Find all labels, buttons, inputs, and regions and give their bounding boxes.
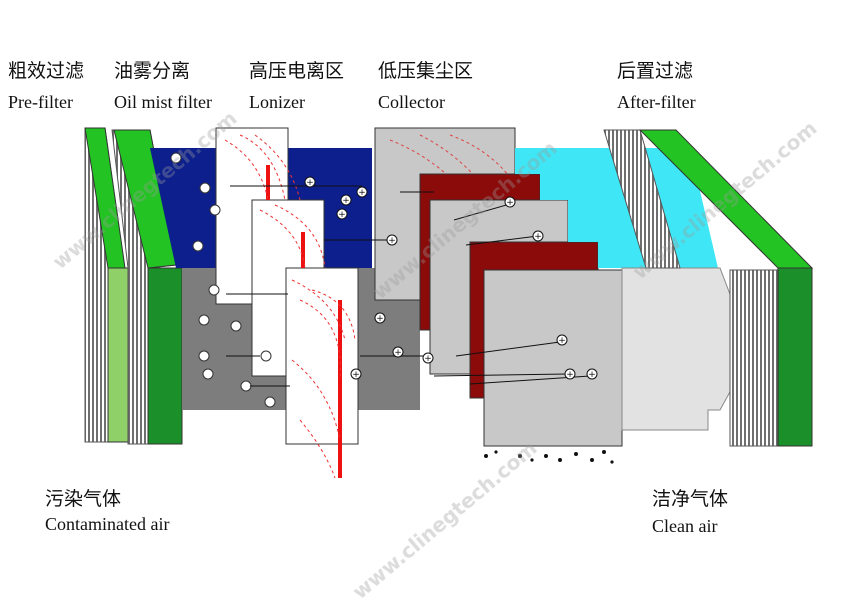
pre-filter-title-zh: 粗效过滤 (8, 60, 85, 82)
particle (170, 152, 182, 164)
collector-plate-3 (483, 269, 623, 447)
after-filter-title-en: After-filter (617, 92, 696, 112)
pre-filter (84, 127, 129, 443)
droplets (484, 450, 614, 464)
ion: + (336, 208, 348, 220)
particle (240, 380, 252, 392)
particle (264, 396, 276, 408)
ionizer-title-zh: 高压电离区 (249, 60, 345, 82)
particle (198, 350, 210, 362)
svg-text:+: + (306, 178, 314, 188)
ionizer (215, 127, 359, 479)
oil-mist-filter-title-en: Oil mist filter (114, 92, 212, 112)
pre-filter-title-en: Pre-filter (8, 92, 73, 112)
oil-mist-filter-face (147, 267, 183, 445)
svg-text:+: + (566, 370, 574, 380)
svg-text:+: + (358, 188, 366, 198)
collector-title-zh: 低压集尘区 (378, 60, 474, 82)
particle (199, 182, 211, 194)
svg-text:+: + (342, 196, 350, 206)
particle (192, 240, 204, 252)
particle (202, 368, 214, 380)
inlet-title-en: Contaminated air (45, 514, 170, 534)
oil-mist-filter-title-zh: 油雾分离 (114, 60, 191, 82)
svg-text:+: + (534, 232, 542, 242)
ion: + (586, 368, 598, 380)
ion: + (564, 368, 576, 380)
particle (208, 284, 220, 296)
ion: + (422, 352, 434, 364)
outlet-title-zh: 洁净气体 (652, 488, 729, 510)
clean-air-arrow (621, 267, 753, 431)
ion: + (350, 368, 362, 380)
pre-filter-face (107, 267, 129, 443)
collector (374, 127, 623, 447)
ion: + (304, 176, 316, 188)
ionizer-title-en: Lonizer (249, 92, 305, 112)
after-filter-face (777, 267, 813, 447)
ion: + (392, 346, 404, 358)
svg-text:+: + (394, 348, 402, 358)
svg-text:+: + (506, 198, 514, 208)
ion: + (356, 186, 368, 198)
svg-text:+: + (338, 210, 346, 220)
svg-text:+: + (588, 370, 596, 380)
particle (209, 204, 221, 216)
svg-text:+: + (388, 236, 396, 246)
ion: + (374, 312, 386, 324)
after-filter-title-zh: 后置过滤 (617, 60, 694, 82)
ionizer-plate-3 (285, 267, 359, 445)
particle (230, 320, 242, 332)
svg-text:+: + (376, 314, 384, 324)
ion: + (532, 230, 544, 242)
svg-text:www.clinegtech.com: www.clinegtech.com (348, 436, 542, 604)
ion: + (504, 196, 516, 208)
svg-text:+: + (424, 354, 432, 364)
collector-title-en: Collector (378, 92, 445, 112)
svg-text:+: + (352, 370, 360, 380)
ion: + (340, 194, 352, 206)
after-filter (603, 129, 814, 447)
svg-text:+: + (558, 336, 566, 346)
inlet-title-zh: 污染气体 (45, 488, 122, 510)
ion: + (556, 334, 568, 346)
particle (260, 350, 272, 362)
oil-mist-filter (111, 129, 183, 445)
outlet-title-en: Clean air (652, 516, 718, 536)
ion: + (386, 234, 398, 246)
ions: + + + + + + + + + + + + + + (304, 176, 598, 380)
particle (198, 314, 210, 326)
